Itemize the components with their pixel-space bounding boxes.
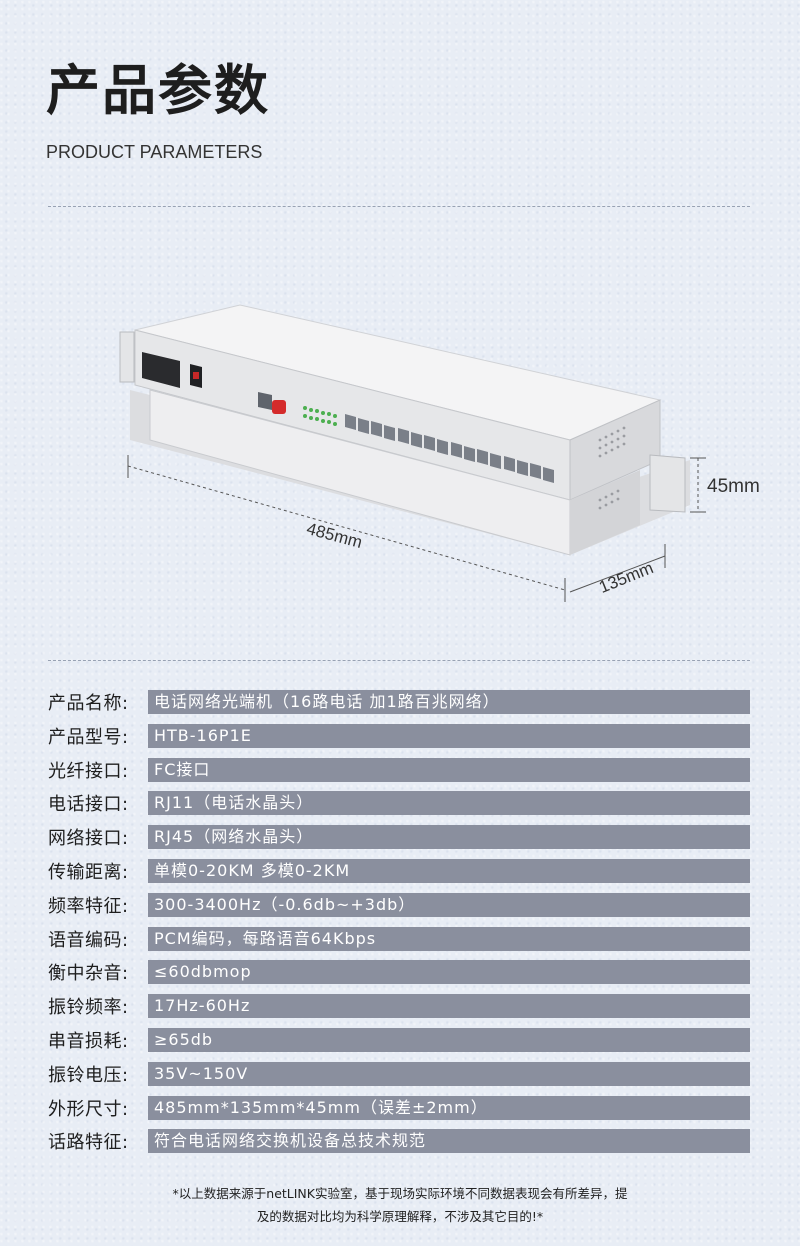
footnote-line-2: 及的数据对比均为科学原理解释，不涉及其它目的!* bbox=[256, 1209, 544, 1224]
spec-value: RJ11（电话水晶头） bbox=[148, 791, 750, 816]
spec-row: 串音损耗: ≥65db bbox=[48, 1027, 750, 1052]
spec-value: 电话网络光端机（16路电话 加1路百兆网络） bbox=[148, 690, 750, 714]
spec-row: 电话接口: RJ11（电话水晶头） bbox=[48, 791, 750, 816]
spec-row: 衡中杂音: ≤60dbmop bbox=[48, 960, 750, 985]
spec-label: 衡中杂音: bbox=[48, 963, 129, 985]
spec-value: PCM编码，每路语音64Kbps bbox=[148, 926, 750, 951]
spec-label: 光纤接口: bbox=[48, 760, 129, 782]
fiber-fc-connector bbox=[272, 400, 286, 414]
height-label: 45mm bbox=[707, 476, 760, 497]
spec-value: 17Hz-60Hz bbox=[148, 994, 750, 1019]
spec-value: FC接口 bbox=[148, 757, 750, 782]
spec-value: RJ45（网络水晶头） bbox=[148, 825, 750, 850]
spec-label: 话路特征: bbox=[48, 1132, 129, 1154]
spec-label: 产品型号: bbox=[48, 726, 129, 748]
spec-label: 产品名称: bbox=[48, 693, 129, 714]
depth-dimension-line bbox=[569, 555, 666, 593]
power-switch-led bbox=[193, 372, 199, 379]
spec-row: 振铃频率: 17Hz-60Hz bbox=[48, 994, 750, 1019]
middle-divider bbox=[48, 660, 750, 661]
spec-row: 产品名称: 电话网络光端机（16路电话 加1路百兆网络） bbox=[48, 690, 750, 714]
power-socket bbox=[142, 352, 180, 388]
rj45-port bbox=[258, 392, 272, 410]
spec-row: 网络接口: RJ45（网络水晶头） bbox=[48, 825, 750, 850]
status-leds bbox=[303, 406, 337, 426]
spec-label: 串音损耗: bbox=[48, 1030, 129, 1052]
spec-value: ≥65db bbox=[148, 1027, 750, 1052]
spec-label: 振铃电压: bbox=[48, 1064, 129, 1086]
chassis-lower-side bbox=[570, 470, 640, 555]
product-image-area: 485mm 135mm 45mm bbox=[0, 290, 800, 630]
rj11-ports bbox=[345, 414, 554, 483]
spec-value: 300-3400Hz（-0.6db~+3db） bbox=[148, 892, 750, 917]
rack-ear-left bbox=[119, 331, 135, 383]
spec-row: 振铃电压: 35V~150V bbox=[48, 1061, 750, 1086]
spec-row: 语音编码: PCM编码，每路语音64Kbps bbox=[48, 926, 750, 951]
spec-row: 频率特征: 300-3400Hz（-0.6db~+3db） bbox=[48, 892, 750, 917]
spec-value: 485mm*135mm*45mm（误差±2mm） bbox=[148, 1095, 750, 1120]
spec-value: 35V~150V bbox=[148, 1061, 750, 1086]
spec-row: 外形尺寸: 485mm*135mm*45mm（误差±2mm） bbox=[48, 1095, 750, 1120]
spec-value: 符合电话网络交换机设备总技术规范 bbox=[148, 1129, 750, 1154]
length-dimension-line bbox=[127, 465, 566, 591]
spec-label: 网络接口: bbox=[48, 828, 129, 850]
page-subtitle: PRODUCT PARAMETERS bbox=[46, 142, 263, 162]
product-illustration bbox=[119, 304, 706, 602]
spec-value: 单模0-20KM 多模0-2KM bbox=[148, 858, 750, 883]
rack-ear-right bbox=[649, 454, 686, 513]
spec-label: 振铃频率: bbox=[48, 997, 129, 1019]
spec-table: 产品名称: 电话网络光端机（16路电话 加1路百兆网络） 产品型号: HTB-1… bbox=[48, 690, 750, 1163]
spec-label: 频率特征: bbox=[48, 895, 129, 917]
footnote: *以上数据来源于netLINK实验室，基于现场实际环境不同数据表现会有所差异，提… bbox=[0, 1182, 800, 1228]
spec-row: 产品型号: HTB-16P1E bbox=[48, 723, 750, 748]
side-vent bbox=[598, 426, 626, 510]
page-title: 产品参数 bbox=[46, 59, 270, 122]
spec-row: 传输距离: 单模0-20KM 多模0-2KM bbox=[48, 858, 750, 883]
spec-value: ≤60dbmop bbox=[148, 960, 750, 985]
spec-label: 电话接口: bbox=[48, 794, 129, 816]
top-divider bbox=[48, 206, 750, 207]
spec-row: 话路特征: 符合电话网络交换机设备总技术规范 bbox=[48, 1129, 750, 1154]
spec-row: 光纤接口: FC接口 bbox=[48, 757, 750, 782]
spec-value: HTB-16P1E bbox=[148, 723, 750, 748]
spec-label: 传输距离: bbox=[48, 861, 129, 883]
spec-label: 外形尺寸: bbox=[48, 1098, 129, 1120]
spec-label: 语音编码: bbox=[48, 929, 129, 951]
footnote-line-1: *以上数据来源于netLINK实验室，基于现场实际环境不同数据表现会有所差异，提 bbox=[172, 1186, 628, 1201]
